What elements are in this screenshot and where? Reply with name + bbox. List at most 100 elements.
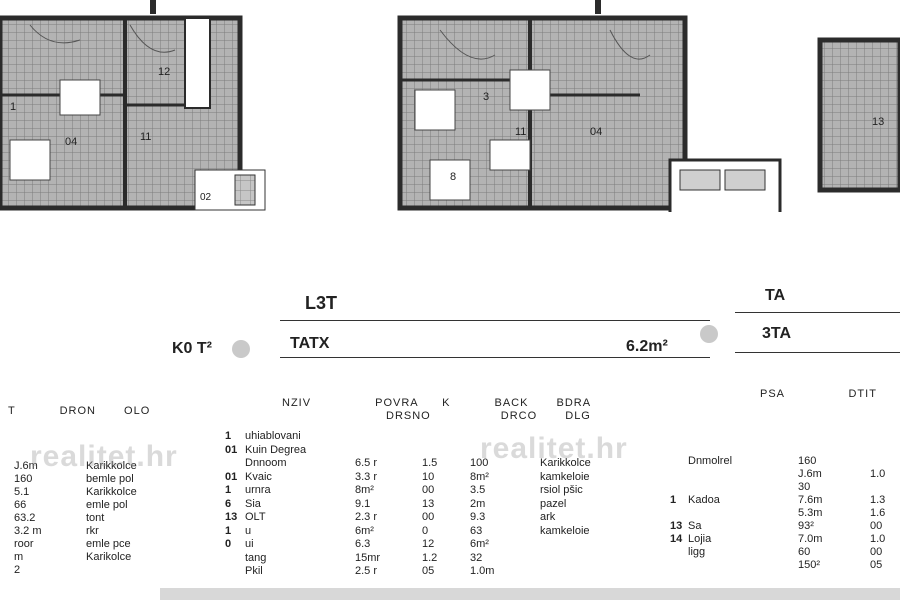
label-1: 1 xyxy=(10,101,16,113)
table-cell: J.6m xyxy=(798,468,822,480)
table-cell: 1.3 xyxy=(870,494,886,506)
table-cell: 6m² xyxy=(470,538,489,550)
header-cell: DRCO xyxy=(500,410,538,422)
watermark-left: realitet.hr xyxy=(30,440,178,473)
floorplan-right: 13 xyxy=(640,0,900,212)
table-cell: m xyxy=(14,551,24,563)
table-cell: 05 xyxy=(870,559,883,571)
table-cell: 1.0 xyxy=(870,468,886,480)
label-04: 04 xyxy=(590,126,602,138)
table-cell: 10 xyxy=(422,470,435,483)
table-cell: tont xyxy=(86,512,105,524)
table-cell: 7.6m xyxy=(798,494,823,506)
table-cell: 63 xyxy=(470,524,483,537)
table-cell: Dnnoom xyxy=(245,457,287,469)
table-cell: 32 xyxy=(470,551,483,564)
table-cell: 8m² xyxy=(355,484,374,496)
table-cell: 3.3 r xyxy=(355,470,378,483)
table-cell: 00 xyxy=(422,484,435,496)
table-cell: 2 xyxy=(14,564,21,576)
table-cell: 1 xyxy=(225,430,232,442)
header-cell: NZIV xyxy=(282,397,312,409)
table-header-left: T DRON OLO xyxy=(8,405,150,417)
table-cell: Dnmolrel xyxy=(688,455,733,467)
table-cell: ark xyxy=(540,511,556,523)
header-cell: DRSNO xyxy=(386,410,431,422)
table-cell: 6.3 xyxy=(355,538,371,550)
table-cell: 13 xyxy=(670,520,683,532)
header-cell: POVRA xyxy=(375,397,419,409)
table-cell: Sa xyxy=(688,520,702,532)
header-cell: DTIT xyxy=(848,388,877,400)
table-cell: 01 xyxy=(225,470,238,483)
table-cell: 5.1 xyxy=(14,486,30,498)
title-mid-top: L3T xyxy=(305,293,338,313)
compass-icon xyxy=(232,340,250,358)
table-cell: 12 xyxy=(422,538,435,550)
table-cell: 1.5 xyxy=(422,457,438,469)
area-right: 6.2m² xyxy=(626,338,668,355)
table-cell: 01 xyxy=(225,443,238,456)
header-cell: DRON xyxy=(59,405,96,417)
title-right-top: TA xyxy=(765,287,786,304)
bottom-band xyxy=(160,588,900,600)
table-cell: 66 xyxy=(14,499,27,511)
table-cell: rsiol pšic xyxy=(540,484,583,496)
table-cell: 30 xyxy=(798,481,811,493)
floorplan-left: 12 11 1 04 02 xyxy=(0,0,300,212)
label-11: 11 xyxy=(140,131,151,143)
table-cell: 6 xyxy=(225,497,232,510)
table-cell: kamkeloie xyxy=(540,524,590,537)
table-cell: 00 xyxy=(870,520,883,532)
rule-right-1 xyxy=(735,312,900,313)
table-cell: 9.1 xyxy=(355,497,371,510)
table-cell: 160 xyxy=(14,473,33,485)
table-cell: 63.2 xyxy=(14,512,36,524)
area-left: K0 T² xyxy=(172,340,212,357)
label-13: 13 xyxy=(872,116,884,128)
table-cell: 13 xyxy=(422,497,435,510)
header-cell: DLG xyxy=(565,410,591,422)
table-cell: ligg xyxy=(688,546,706,558)
table-cell: Karikkolce xyxy=(86,486,137,498)
table-cell: 8m² xyxy=(470,470,489,483)
table-cell: 5.3m xyxy=(798,507,823,519)
table-cell: 15mr xyxy=(355,551,381,564)
label-02: 02 xyxy=(200,192,212,203)
label-8: 8 xyxy=(450,171,456,183)
rule-mid-2 xyxy=(280,357,710,358)
table-cell: Kadoa xyxy=(688,494,720,506)
table-cell: 13 xyxy=(225,511,238,523)
compass-icon xyxy=(700,325,718,343)
table-cell: emle pol xyxy=(86,499,128,511)
table-cell: urnra xyxy=(245,484,271,496)
table-cell: 6.5 r xyxy=(355,457,378,469)
table-cell: 1.2 xyxy=(422,551,438,564)
table-cell: Lojia xyxy=(688,533,712,545)
table-cell: 150² xyxy=(798,559,821,571)
table-cell: 2.3 r xyxy=(355,511,378,523)
label-04: 04 xyxy=(65,136,77,148)
table-cell: 3.5 xyxy=(470,484,486,496)
table-cell: uhiablovani xyxy=(245,430,301,442)
table-cell: pazel xyxy=(540,497,567,510)
table-cell: roor xyxy=(14,538,34,550)
table-cell: 1 xyxy=(225,524,232,537)
floorplan-middle: 3 11 04 8 xyxy=(350,0,690,212)
table-cell: rkr xyxy=(86,525,99,537)
title-right-main: 3TA xyxy=(762,325,792,342)
rule-mid-1 xyxy=(280,320,710,321)
table-cell: 00 xyxy=(870,546,883,558)
table-cell: 0 xyxy=(225,538,232,550)
table-cell: 2.5 r xyxy=(355,565,378,577)
header-cell: PSA xyxy=(760,388,785,400)
table-cell: 6m² xyxy=(355,524,374,537)
table-cell: tang xyxy=(245,551,267,564)
watermark-right: realitet.hr xyxy=(480,432,628,465)
table-cell: 14 xyxy=(670,533,683,545)
label-12: 12 xyxy=(158,66,170,78)
table-cell: 60 xyxy=(798,546,811,558)
table-cell: 1.6 xyxy=(870,507,886,519)
